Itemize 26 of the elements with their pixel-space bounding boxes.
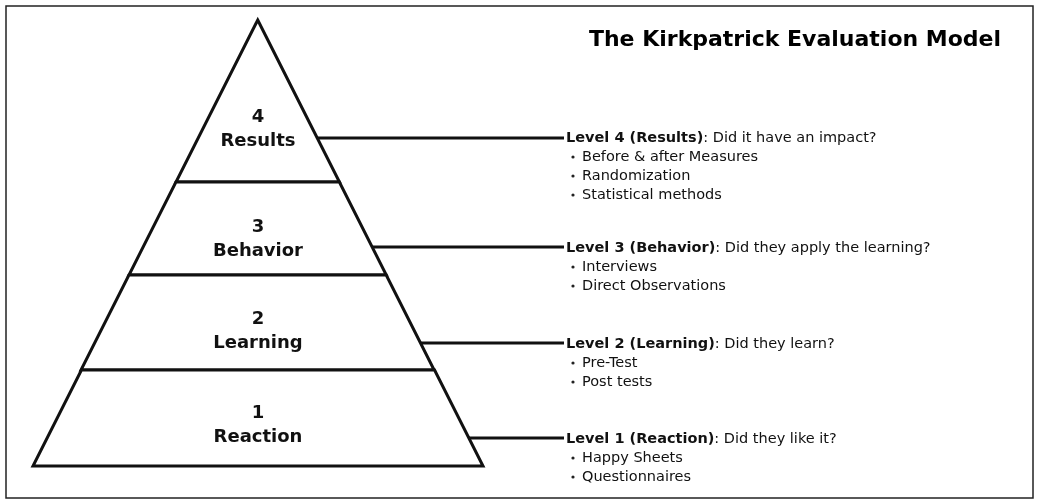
tier-number: 4 — [250, 105, 266, 127]
bullet-item: Happy Sheets — [582, 449, 683, 465]
tier-name: Learning — [212, 331, 304, 353]
bullet-item: Randomization — [582, 167, 691, 183]
bullet-item: Statistical methods — [582, 186, 722, 202]
tier-number: 1 — [250, 401, 266, 423]
tier-name: Reaction — [212, 425, 304, 447]
tier-name: Results — [219, 129, 297, 151]
leader-line — [317, 136, 564, 140]
level-heading: Level 1 (Reaction): Did they like it? — [566, 429, 837, 448]
leader-line — [420, 341, 564, 345]
bullet-item: Pre-Test — [582, 354, 638, 370]
tier-name: Behavior — [211, 239, 304, 261]
level-heading: Level 4 (Results): Did it have an impact? — [566, 128, 877, 147]
diagram-title: The Kirkpatrick Evaluation Model — [587, 26, 1003, 51]
leader-line — [372, 245, 564, 249]
tier-number: 2 — [250, 307, 266, 329]
bullet-item: Post tests — [582, 373, 653, 389]
bullet-item: Interviews — [582, 258, 657, 274]
bullet-item: Direct Observations — [582, 277, 726, 293]
bullet-item: Questionnaires — [582, 468, 692, 484]
tier-number: 3 — [250, 215, 266, 237]
level-heading: Level 3 (Behavior): Did they apply the learning? — [566, 238, 931, 257]
leader-line — [468, 436, 564, 440]
level-heading: Level 2 (Learning): Did they learn? — [566, 334, 835, 353]
bullet-item: Before & after Measures — [582, 148, 759, 164]
